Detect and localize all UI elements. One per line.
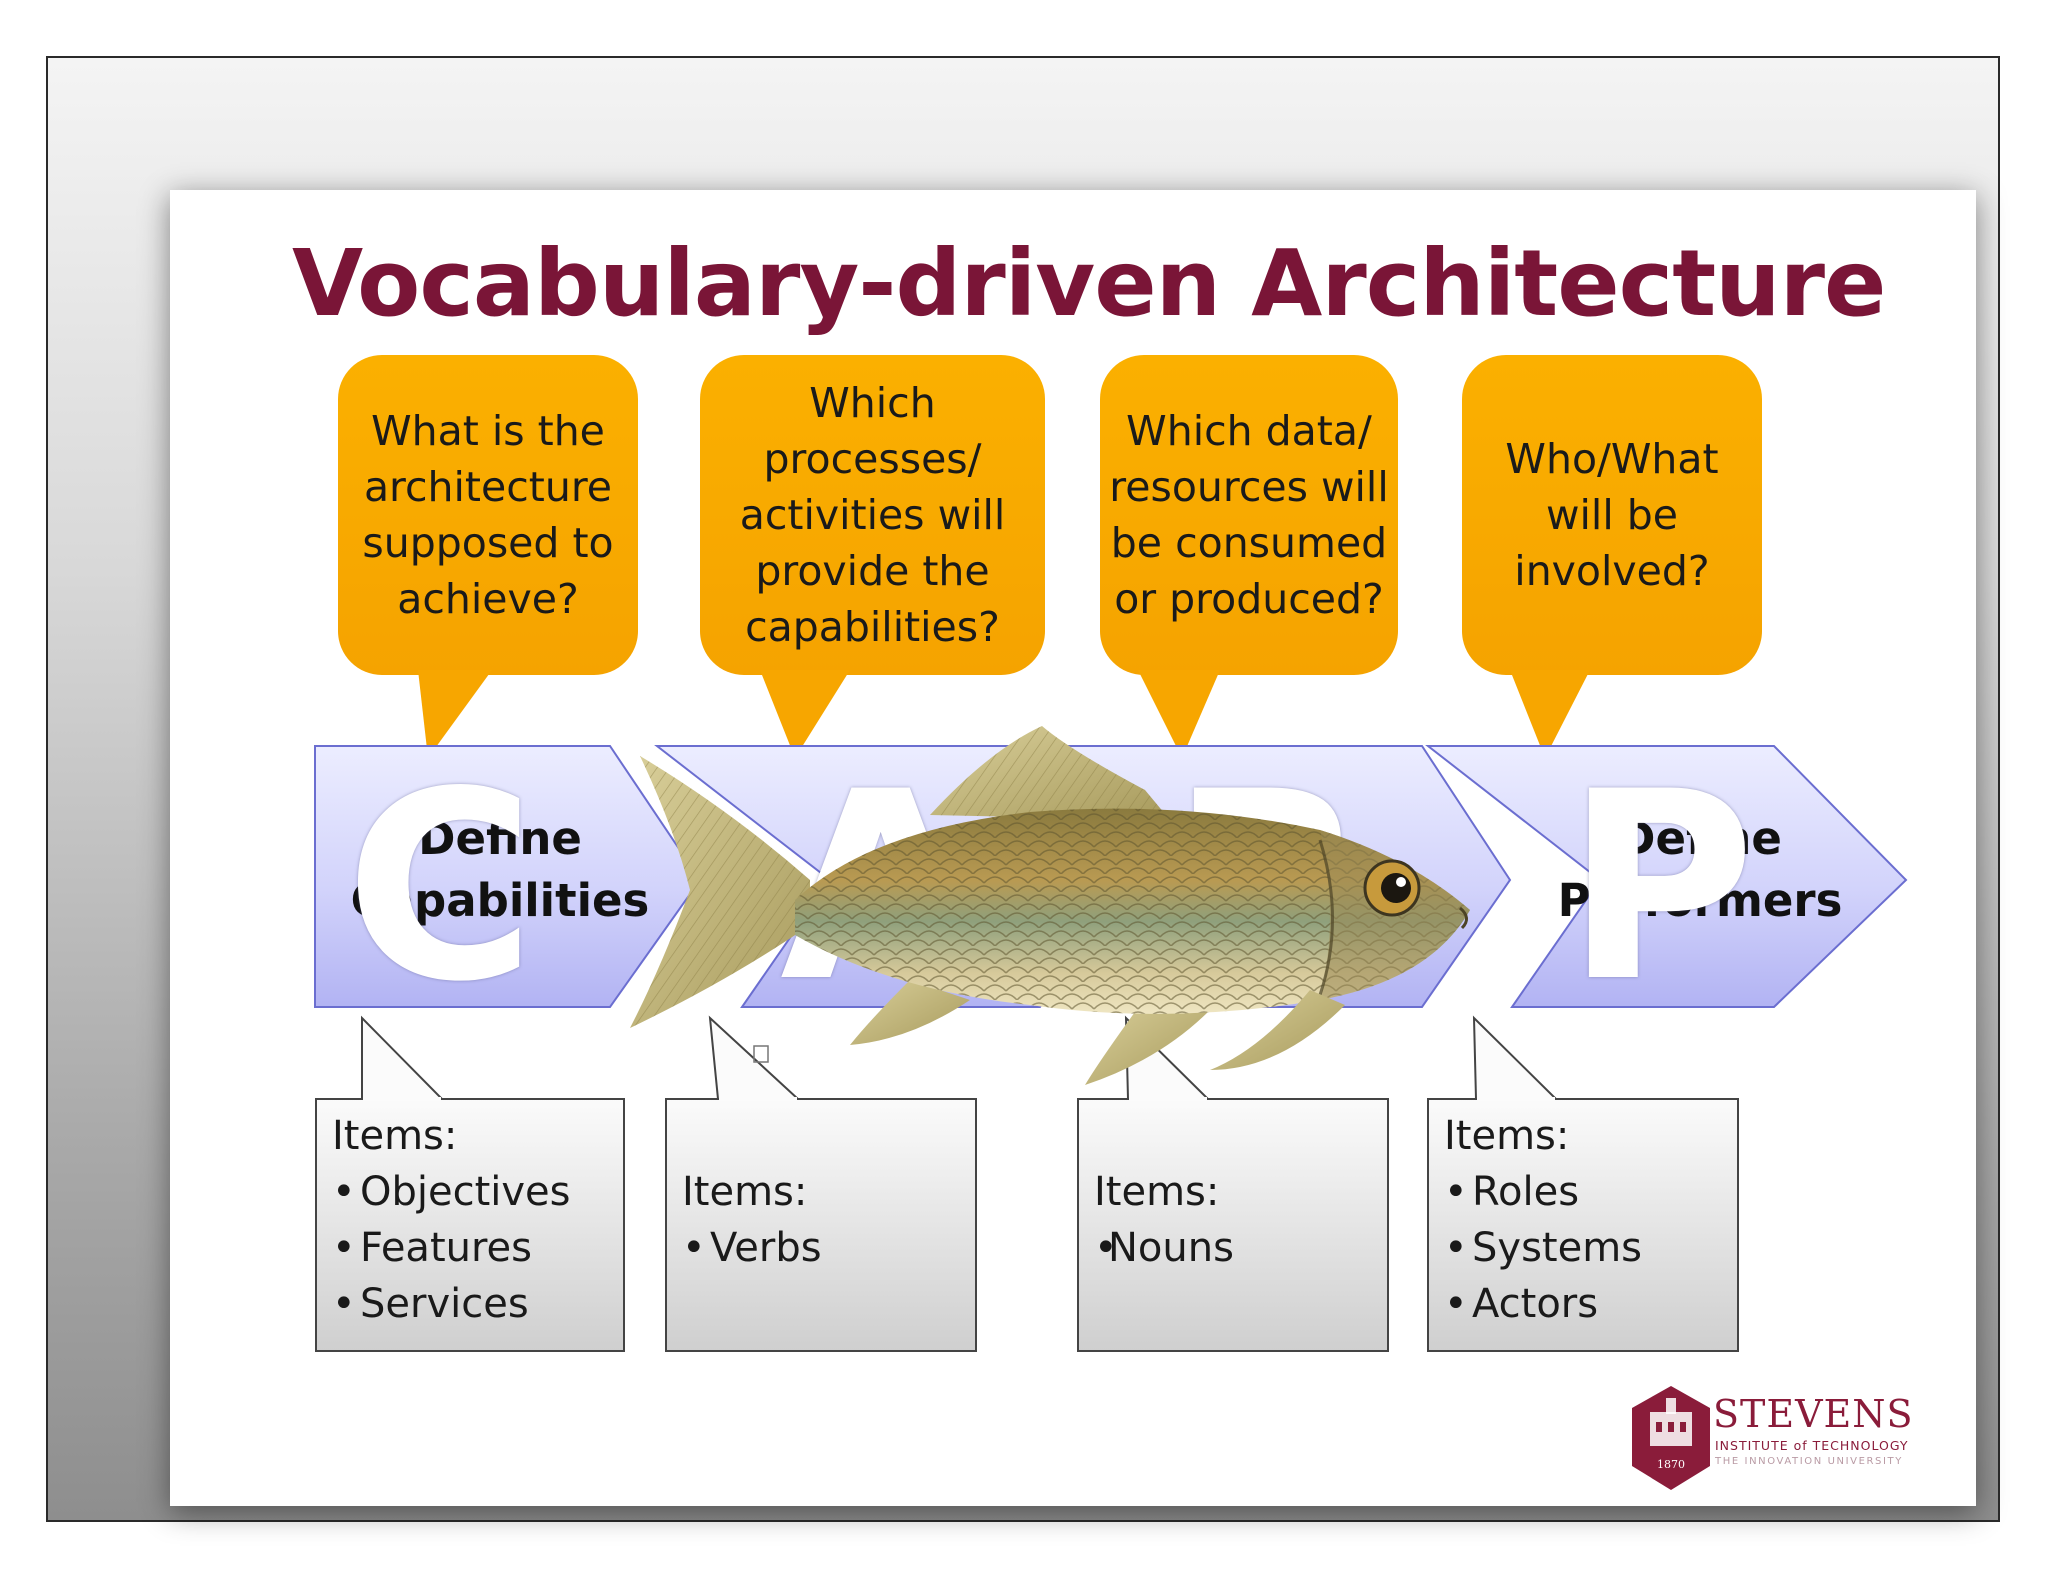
items-heading: Items:: [332, 1113, 458, 1159]
items-heading: Items:: [682, 1169, 808, 1215]
callout-resources: [1100, 355, 1398, 758]
list-item: Actors: [1444, 1276, 1642, 1332]
fish-photo: [630, 726, 1470, 1085]
list-item: Services: [332, 1276, 571, 1332]
items-text-capabilities: Items: Objectives Features Services: [332, 1108, 571, 1332]
chevron-capabilities: [314, 745, 702, 1008]
items-heading: Items:: [1094, 1169, 1220, 1215]
list-item: Systems: [1444, 1220, 1642, 1276]
stevens-seal-logo: 1870: [1632, 1386, 1710, 1490]
question-performers: Who/What will be involved?: [1505, 435, 1719, 595]
list-item: Nouns: [1094, 1220, 1234, 1276]
small-marker-icon: [753, 1045, 769, 1063]
question-capabilities: What is the architecture supposed to ach…: [362, 407, 614, 623]
question-resources: Which data/ resources will be consumed o…: [1109, 407, 1389, 623]
callout-capabilities: [338, 355, 638, 758]
question-activities: Which processes/ activities will provide…: [739, 379, 1006, 651]
stage-label-capabilities: Define Capabilities: [350, 812, 650, 927]
list-item: Objectives: [332, 1164, 571, 1220]
logo-year: 1870: [1657, 1458, 1685, 1471]
slide: Vocabulary-driven Architecture: [170, 190, 1976, 1506]
slide-title: Vocabulary-driven Architecture: [292, 230, 1886, 337]
list-item: Features: [332, 1220, 571, 1276]
chevron-performers: [1425, 745, 1908, 1008]
logo-tagline: INSTITUTE of TECHNOLOGY: [1715, 1438, 1909, 1453]
logo-name: STEVENS: [1713, 1392, 1914, 1436]
items-text-resources: Items: Nouns: [1094, 1164, 1234, 1276]
logo-motto: THE INNOVATION UNIVERSITY: [1715, 1456, 1903, 1467]
presentation-frame: Vocabulary-driven Architecture: [46, 56, 2000, 1522]
stage-letter-p: P: [1565, 737, 1756, 1039]
callout-performers: [1462, 355, 1762, 758]
list-item: Verbs: [682, 1220, 822, 1276]
items-heading: Items:: [1444, 1113, 1570, 1159]
list-item: Roles: [1444, 1164, 1642, 1220]
items-text-activities: Items: Verbs: [682, 1164, 822, 1276]
callout-activities: [700, 355, 1045, 758]
stage-label-performers: Define Performers: [1557, 812, 1843, 927]
stage-letter-c: C: [345, 737, 536, 1039]
items-text-performers: Items: Roles Systems Actors: [1444, 1108, 1642, 1332]
